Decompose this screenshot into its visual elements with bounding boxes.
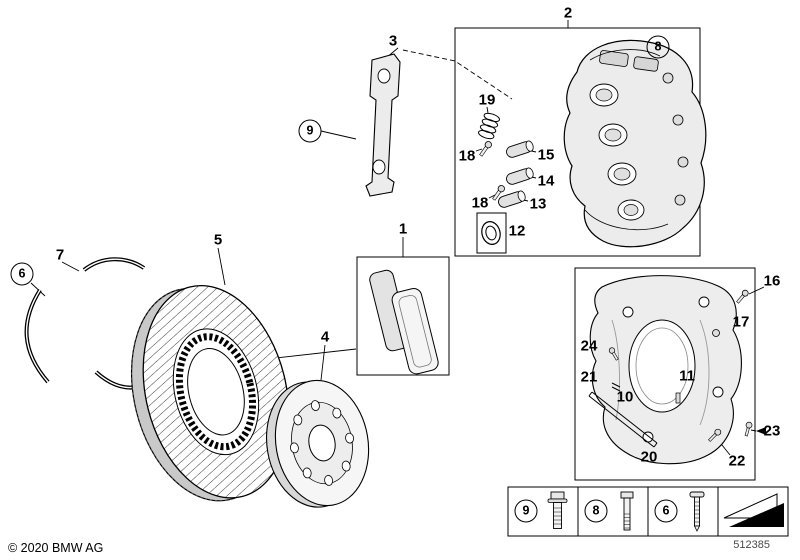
callout-13[interactable]: 13 [529,195,547,213]
brake-caliper [563,39,707,248]
callout-12[interactable]: 12 [508,222,526,240]
callout-2[interactable]: 2 [563,4,573,22]
pad-springs-and-sleeves [478,112,534,208]
callout-15[interactable]: 15 [537,146,555,164]
brake-disc-hat [265,379,370,508]
bolt-22 [708,428,722,442]
bolt-23 [744,421,753,437]
callout-23[interactable]: 23 [763,422,781,440]
callout-14[interactable]: 14 [537,172,555,190]
pin-11 [675,392,681,404]
brake-pads [369,269,439,375]
callout-22[interactable]: 22 [728,452,746,470]
direction-of-travel-icon [723,493,784,527]
callout-18b[interactable]: 18 [471,194,489,212]
callout-11[interactable]: 11 [679,367,695,385]
callout-6[interactable]: 6 [10,262,34,286]
copyright-text: © 2020 BMW AG [8,541,104,555]
callout-20[interactable]: 20 [640,448,658,466]
legend-bolt-8-icon [620,491,634,531]
legend-screw-6-icon [689,491,705,532]
callout-4[interactable]: 4 [320,328,330,346]
arrow-23 [756,427,766,435]
screw-18a [479,141,492,157]
legend-bolt-9-icon [547,491,568,529]
legend-number-9: 9 [514,499,538,523]
legend-number-6: 6 [654,499,678,523]
guide-sleeve-14 [506,167,534,185]
screw-18b [492,185,505,201]
callout-5[interactable]: 5 [213,231,223,249]
legend-row [507,486,789,537]
screw-16 [736,289,749,304]
callout-1[interactable]: 1 [398,220,408,238]
guide-sleeve-15 [506,140,534,158]
callout-8[interactable]: 8 [646,35,670,59]
oring-group-box [476,212,507,254]
callout-18a[interactable]: 18 [458,147,476,165]
guide-sleeve-13 [498,190,526,208]
brake-anchor-plate [589,275,742,465]
legend-number-8: 8 [584,499,608,523]
brake-disc [130,284,290,502]
callout-21[interactable]: 21 [580,368,598,386]
callout-10[interactable]: 10 [616,388,634,406]
carrier-bracket [365,53,401,197]
callout-7[interactable]: 7 [55,246,65,264]
anchor-plate-group-box [574,267,756,481]
clip-21 [611,382,621,392]
callout-19[interactable]: 19 [478,91,496,109]
callout-3[interactable]: 3 [388,32,398,50]
o-ring [481,221,501,245]
callout-16[interactable]: 16 [763,272,781,290]
diagram-number: 512385 [733,539,770,551]
callout-17[interactable]: 17 [732,313,750,331]
anchor-plate-hardware [608,289,753,442]
screw-24 [608,347,619,361]
wear-sensor-lead [588,391,658,448]
callout-24[interactable]: 24 [580,337,598,355]
spring-19 [478,112,500,140]
stud-17 [712,329,720,337]
callout-9[interactable]: 9 [298,119,322,143]
